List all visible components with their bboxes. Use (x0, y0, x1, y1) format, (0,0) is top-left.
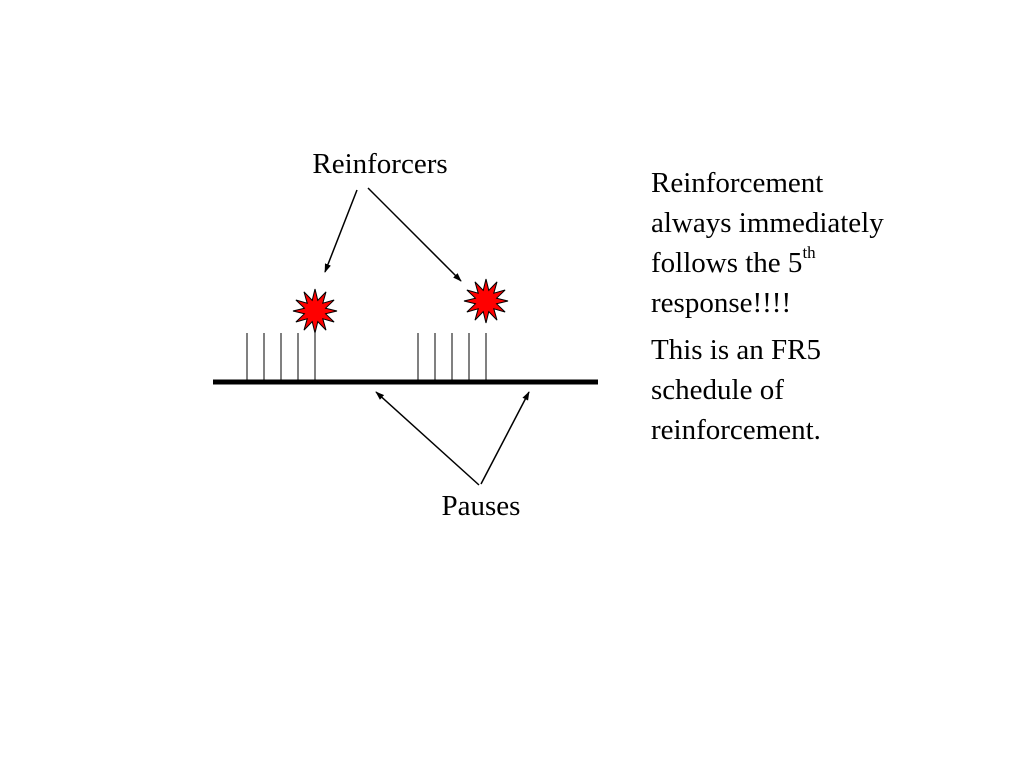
reinforcers-label: Reinforcers (312, 148, 447, 180)
explanation-paragraph-1: Reinforcement always immediately follows… (651, 163, 991, 323)
reinforcer-arrow-1 (324, 189, 358, 273)
pause-arrow-1 (375, 391, 480, 486)
reinforcer-burst-1 (292, 288, 338, 334)
pause-arrow-2 (480, 391, 530, 485)
explanation-line: always immediately (651, 207, 884, 239)
explanation-line: reinforcement. (651, 414, 821, 446)
explanation-line: Reinforcement (651, 167, 824, 199)
explanation-paragraph-2: This is an FR5 schedule of reinforcement… (651, 330, 991, 450)
explanation-line: schedule of (651, 374, 784, 406)
reinforcer-arrow-2 (367, 187, 462, 282)
explanation-text: Reinforcement always immediately follows… (651, 163, 991, 450)
reinforcer-burst-2 (463, 278, 509, 324)
explanation-line: response!!!! (651, 287, 792, 319)
response-ticks (246, 333, 487, 381)
explanation-line: This is an FR5 (651, 334, 821, 366)
explanation-line: follows the 5 (651, 247, 803, 279)
ordinal-superscript: th (802, 243, 816, 263)
pauses-label: Pauses (442, 490, 521, 522)
